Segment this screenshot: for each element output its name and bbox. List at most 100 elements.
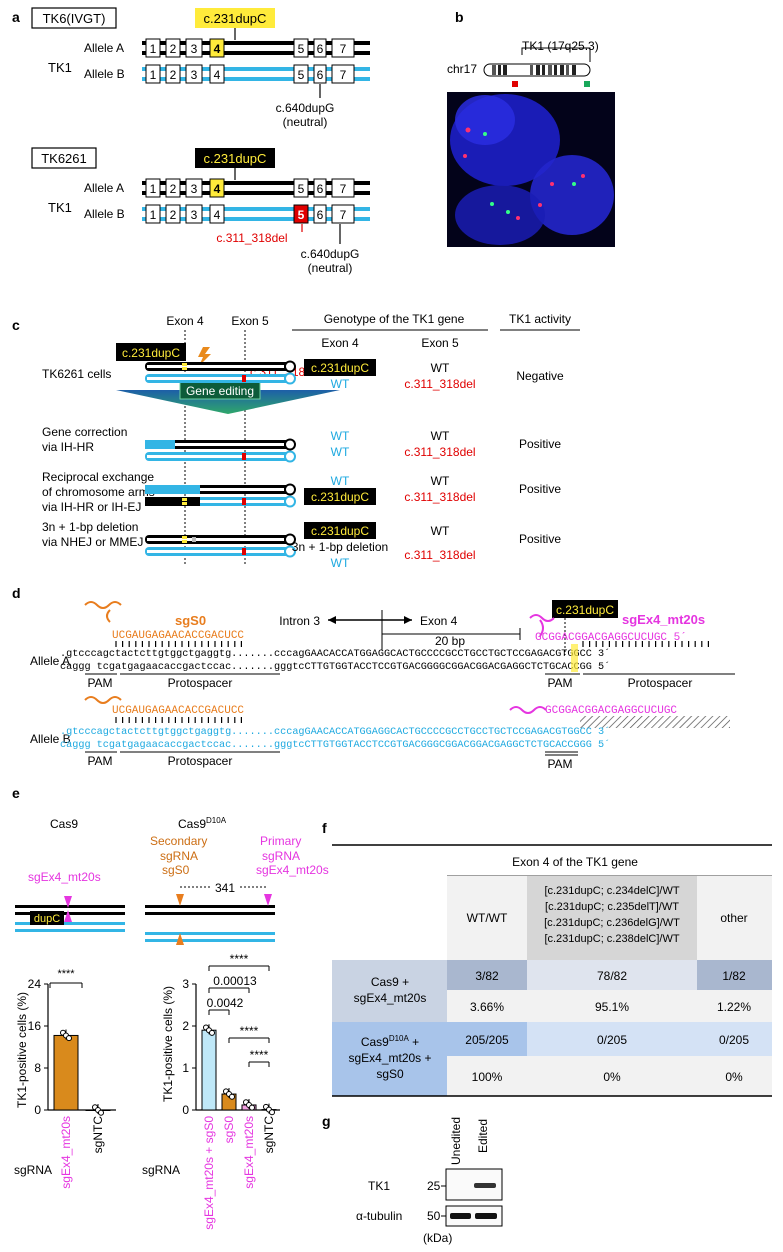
activity-cell: Negative (516, 369, 564, 383)
d-dist-label: 20 bp (435, 634, 465, 648)
exon-label: Exon 4 (420, 614, 458, 628)
col-mut-3: [c.231dupC; c.236delG]/WT (544, 917, 680, 929)
exon-label: 4 (214, 208, 221, 222)
red-probe-marker (512, 81, 518, 87)
x-tick-label: sgNTC (262, 1116, 276, 1154)
exon-box (165, 178, 181, 198)
lane-edited: Edited (476, 1119, 490, 1153)
genotype-cell: WT (331, 556, 350, 570)
exon5-header: Exon 5 (231, 314, 269, 328)
sgex4-guide: GCGGACGGACGAGGCUCUGC 5´ (535, 631, 687, 644)
exon-label: 1 (150, 182, 157, 196)
exon-label: 4 (214, 42, 221, 56)
lane-unedited: Unedited (449, 1117, 463, 1165)
exon-box (313, 178, 327, 198)
locus-label: TK1 (17q25.3) (522, 39, 599, 53)
exon-label: 7 (340, 182, 347, 196)
exon-box (185, 178, 203, 198)
exon-label: 6 (317, 208, 324, 222)
genotype-header: Genotype of the TK1 gene (324, 312, 465, 326)
col-mut-2: [c.231dupC; c.235delT]/WT (545, 901, 679, 913)
tubulin-label: α-tubulin (356, 1209, 402, 1223)
allele-a-label-2: Allele A (84, 181, 124, 195)
sig-label: **** (250, 1048, 269, 1062)
c-row-label: via IH-HR (42, 440, 94, 454)
exon-box (145, 64, 161, 84)
exon-box (293, 178, 309, 198)
bar (201, 1029, 217, 1111)
exon-label: 5 (298, 68, 305, 82)
row1-label-1: Cas9 + (371, 975, 409, 989)
pam-a2: PAM (547, 676, 572, 690)
exon-box (293, 38, 309, 58)
exon-box (293, 64, 309, 84)
chromosome-band (536, 65, 540, 75)
exon-label: 6 (317, 182, 324, 196)
exon-label: 3 (191, 42, 198, 56)
cas9d10a-label: Cas9D10A (178, 816, 227, 831)
genotype-cell: c.231dupC (311, 361, 369, 375)
sgs0-guide-b: UCGAUGAGAACACCGACUCC (112, 705, 244, 717)
f-title: Exon 4 of the TK1 gene (512, 855, 638, 869)
data-point (66, 1035, 72, 1042)
exon-label: 3 (191, 68, 198, 82)
chromosome-band (492, 65, 496, 75)
sgs0-guide: UCGAUGAGAACACCGACUCC (112, 630, 244, 642)
cell-line-box (31, 7, 117, 29)
primary-3: sgEx4_mt20s (256, 863, 329, 877)
row1-label-2: sgEx4_mt20s (354, 991, 427, 1005)
panel-e: Cas9 Cas9D10A sgEx4_mt20s dupC Secondary… (14, 816, 329, 1230)
pam-b1: PAM (87, 754, 112, 768)
exon-box (165, 38, 181, 58)
col-other: other (720, 911, 747, 925)
exon-label: 2 (170, 208, 177, 222)
exon-label: 5 (298, 208, 305, 222)
chrom-label: chr17 (447, 62, 477, 76)
exon-label: 2 (170, 42, 177, 56)
sgrna-right: sgRNA (142, 1163, 180, 1177)
panel-a-top: TK6(IVGT) c.231dupC TK1 Allele A Allele … (31, 7, 370, 129)
exon-box (293, 204, 309, 224)
panel-g-blot: Unedited Edited TK1 α-tubulin 25 50 (kDa… (356, 1117, 503, 1245)
y-tick-label: 0 (182, 1103, 189, 1117)
exon-label: 4 (214, 68, 221, 82)
exon-label: 3 (191, 182, 198, 196)
dist-341: 341 (215, 881, 235, 895)
exon-box (313, 204, 327, 224)
lightning-icon (198, 347, 211, 366)
intron-label: Intron 3 (279, 614, 320, 628)
activity-cell: Positive (519, 482, 561, 496)
primary-1: Primary (260, 834, 301, 848)
cell-line-label: TK6(IVGT) (43, 11, 106, 26)
sig-label: **** (240, 1024, 259, 1038)
tk1-band-edited (474, 1183, 496, 1188)
exon-box (331, 38, 355, 58)
exon-box (185, 204, 203, 224)
allele-a-label-d: Allele A (30, 654, 70, 668)
r2c1: 205/205 (465, 1033, 509, 1047)
r1c2: 78/82 (597, 969, 627, 983)
genotype-cell: c.231dupC (311, 524, 369, 538)
exon-label: 7 (340, 68, 347, 82)
genotype-cell: WT (331, 474, 350, 488)
exon-box (331, 178, 355, 198)
sgex4-label: sgEx4_mt20s (622, 612, 705, 627)
gene-label-2: TK1 (48, 200, 72, 215)
r1c3: 1/82 (722, 969, 746, 983)
exon4-header: Exon 4 (166, 314, 204, 328)
activity-cell: Positive (519, 437, 561, 451)
cas9-label: Cas9 (50, 817, 78, 831)
neutral-note-2: (neutral) (308, 261, 353, 275)
activity-header: TK1 activity (509, 312, 571, 326)
activity-cell: Positive (519, 532, 561, 546)
exon-label: 7 (340, 208, 347, 222)
genotype-cell: WT (331, 377, 350, 391)
x-tick-label: sgEx4_mt20s (59, 1116, 73, 1189)
genotype-cell: WT (331, 445, 350, 459)
exon-label: 2 (170, 182, 177, 196)
bar (53, 1034, 79, 1111)
